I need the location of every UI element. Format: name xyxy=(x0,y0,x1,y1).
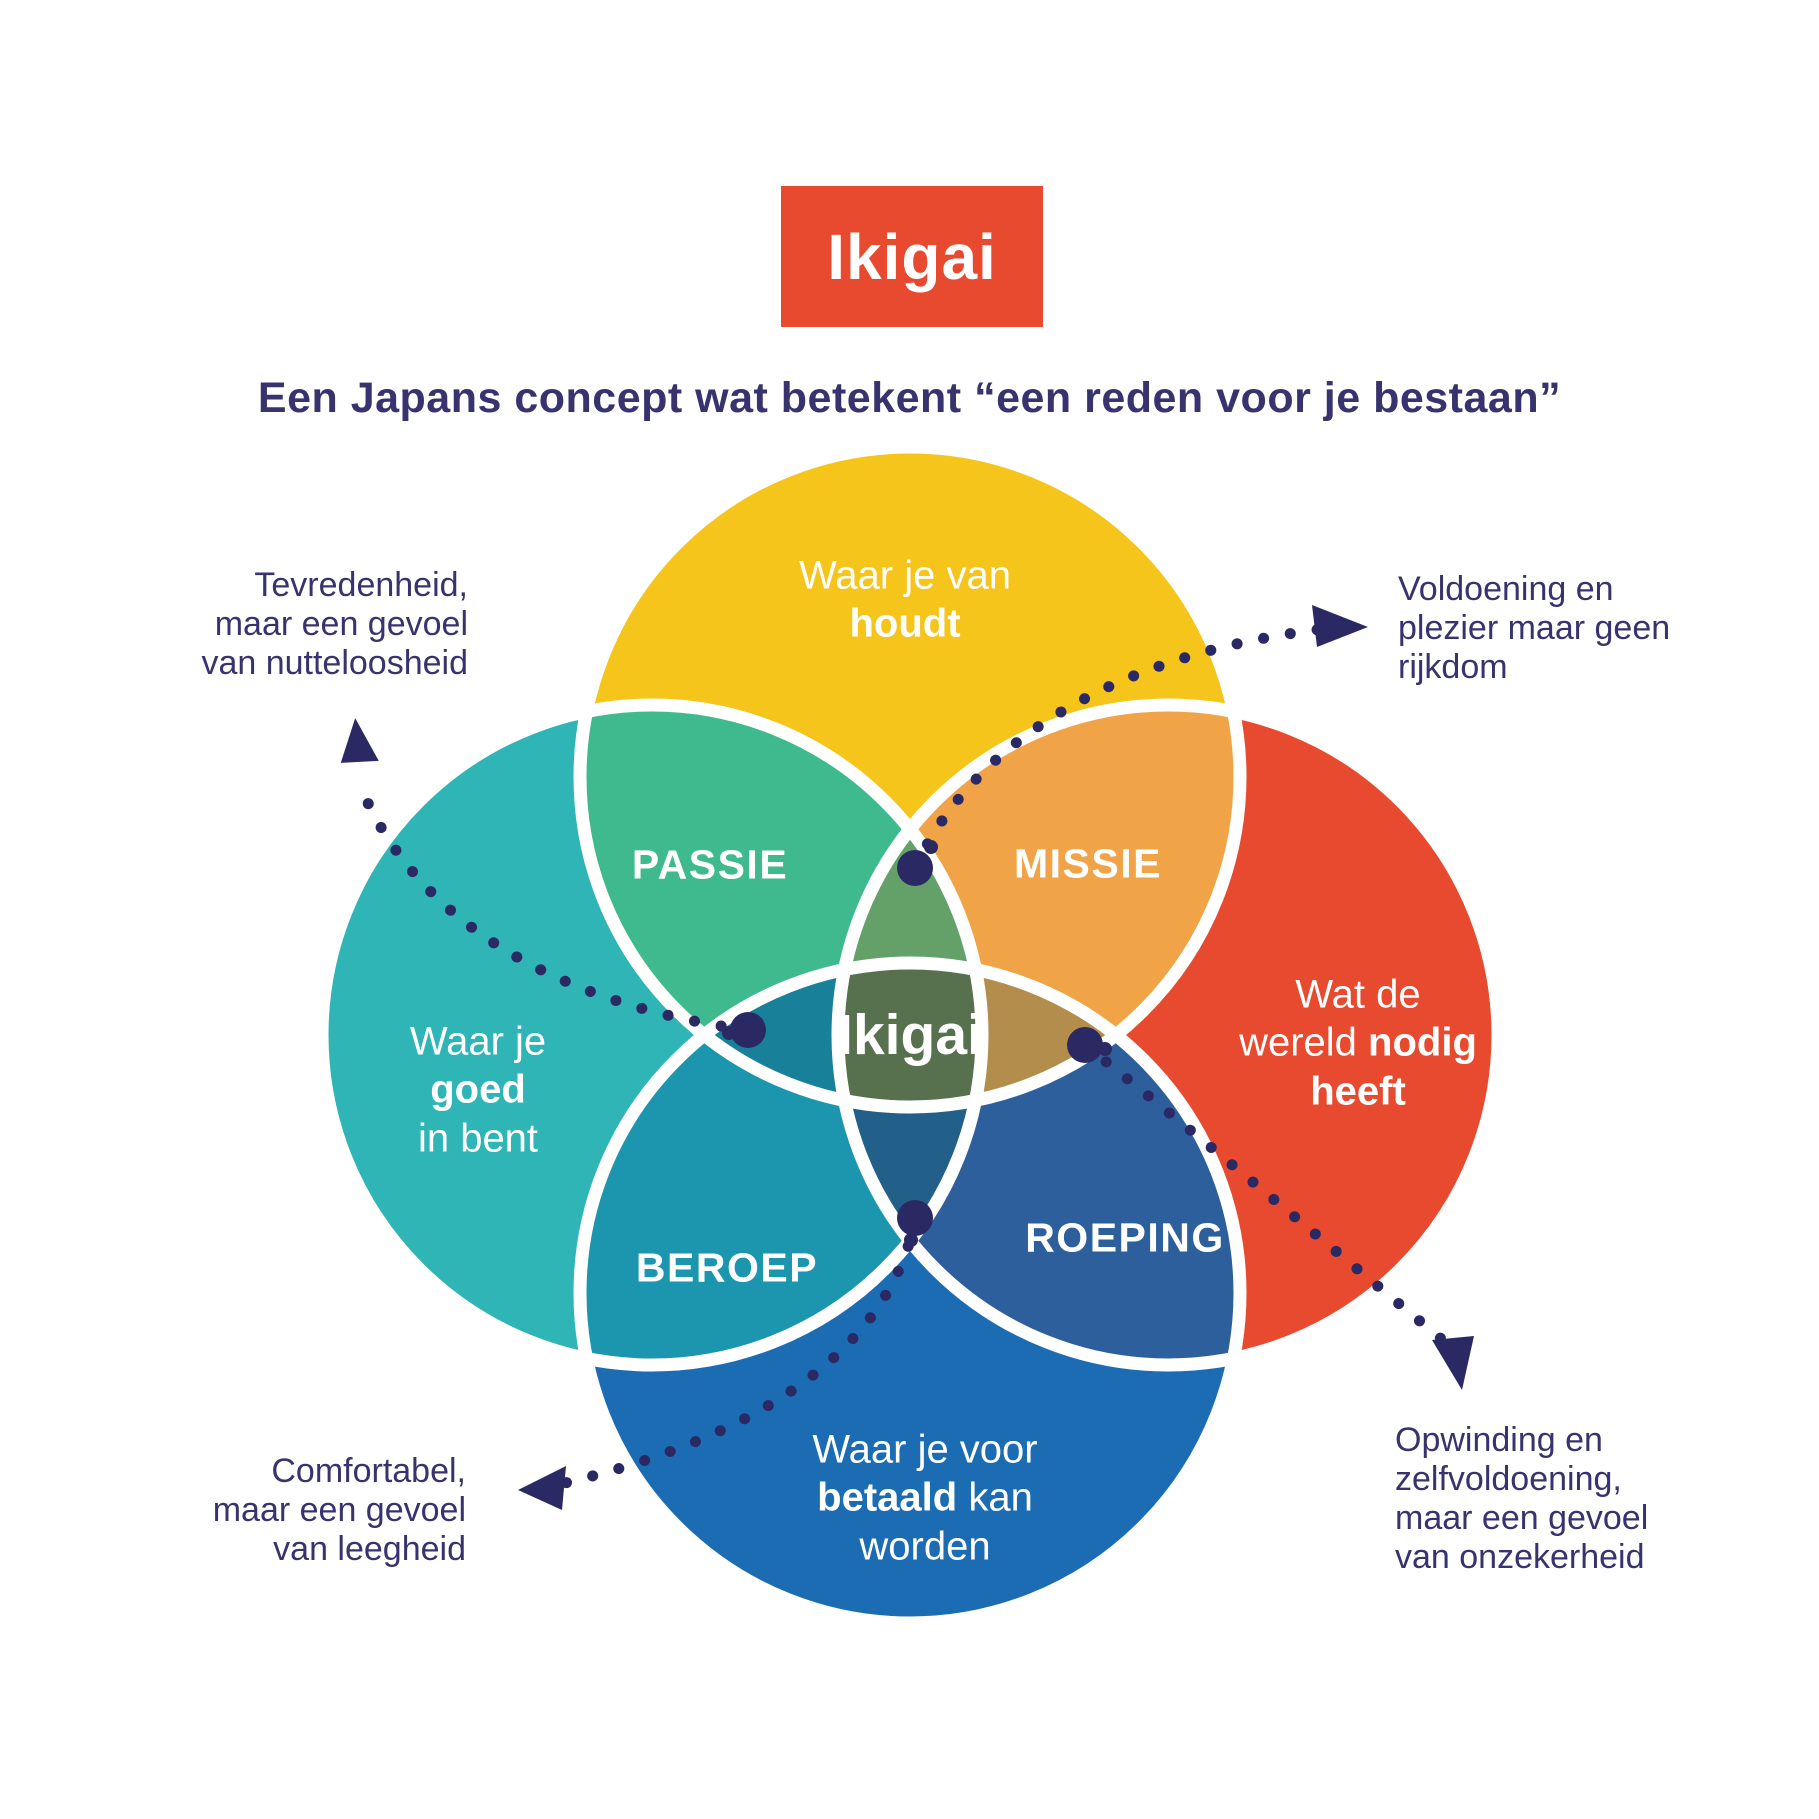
label-line: worden xyxy=(859,1524,991,1569)
label-roeping: ROEPING xyxy=(1025,1214,1225,1261)
dotted-line-bottom-right xyxy=(1079,1039,1451,1348)
annotation-line: maar een gevoel xyxy=(1395,1499,1649,1537)
dotted-line-bottom-left xyxy=(546,1214,921,1492)
annotation-bottom-right: Opwinding en zelfvoldoening, maar een ge… xyxy=(1395,1421,1735,1577)
annotation-top-left: Tevredenheid, maar een gevoel van nuttel… xyxy=(150,566,468,683)
annotation-line: Comfortabel, xyxy=(271,1452,466,1490)
label-line-bold: heeft xyxy=(1310,1069,1406,1114)
label-line: in bent xyxy=(417,1116,539,1161)
petal-marker-dots xyxy=(722,840,1112,1247)
annotation-line: van nutteloosheid xyxy=(201,644,468,682)
label-line-bold: goed xyxy=(430,1067,526,1112)
label-what-you-can-be-paid-for: Waar je voor betaald kan worden xyxy=(812,1425,1037,1570)
label-missie: MISSIE xyxy=(1014,840,1162,887)
label-line: Waar je van xyxy=(799,553,1011,598)
annotation-line: Tevredenheid, xyxy=(254,566,468,604)
annotation-bottom-left: Comfortabel, maar een gevoel van leeghei… xyxy=(140,1452,466,1569)
annotation-line: maar een gevoel xyxy=(212,1491,466,1529)
annotation-line: van leegheid xyxy=(273,1530,466,1568)
arrowhead-up-icon xyxy=(340,718,379,763)
annotation-line: plezier maar geen xyxy=(1398,609,1671,647)
annotation-line: rijkdom xyxy=(1398,648,1508,686)
label-ikigai-center: Ikigai xyxy=(837,1003,983,1067)
annotation-top-right: Voldoening en plezier maar geen rijkdom xyxy=(1398,570,1738,687)
label-line-bold: nodig xyxy=(1368,1020,1477,1065)
arrowhead-down-icon xyxy=(1432,1336,1474,1390)
annotation-line: Opwinding en xyxy=(1395,1421,1603,1459)
annotation-line: Voldoening en xyxy=(1398,570,1614,608)
title-box: Ikigai xyxy=(781,186,1043,327)
label-line: Wat de xyxy=(1295,972,1421,1017)
dotted-line-top-left xyxy=(356,784,754,1036)
label-line: Waar je xyxy=(409,1019,547,1064)
title-box-bg xyxy=(781,186,1043,327)
label-line-bold: betaald xyxy=(817,1475,958,1520)
arrowhead-left-icon xyxy=(518,1466,566,1510)
label-what-you-are-good-at: Waar je goed in bent xyxy=(410,1017,546,1162)
label-line: kan xyxy=(957,1475,1033,1520)
page-title: Ikigai xyxy=(827,220,997,293)
annotation-line: zelfvoldoening, xyxy=(1395,1460,1622,1498)
page-subtitle: Een Japans concept wat betekent “een red… xyxy=(257,374,1562,422)
label-line-bold: houdt xyxy=(849,602,961,646)
label-line: wereld xyxy=(1239,1020,1369,1065)
label-what-world-needs: Wat de wereld nodig heeft xyxy=(1239,970,1477,1115)
circle-outlines xyxy=(315,440,1505,1630)
arrowhead-right-icon xyxy=(1312,605,1368,647)
annotation-line: maar een gevoel xyxy=(214,605,468,643)
label-passie: PASSIE xyxy=(631,841,789,888)
label-line: Waar je voor xyxy=(812,1427,1038,1472)
label-what-you-love: Waar je van houdt xyxy=(799,552,1011,649)
annotation-line: van onzekerheid xyxy=(1395,1538,1645,1576)
label-beroep: BEROEP xyxy=(635,1244,819,1291)
